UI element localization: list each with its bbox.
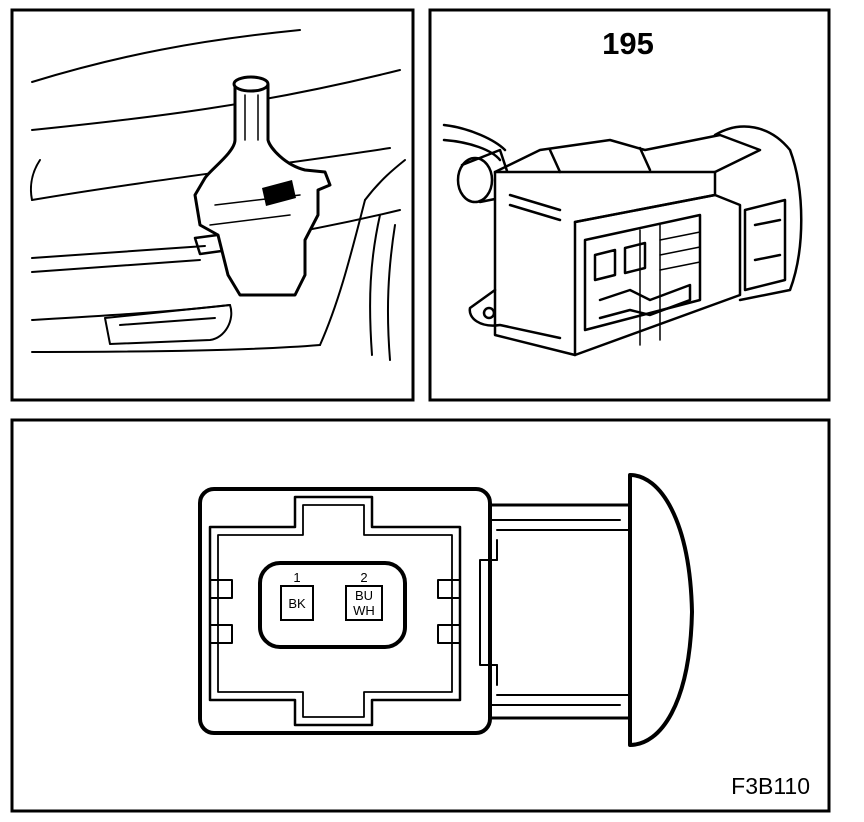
pin-2-terminal bbox=[345, 585, 383, 621]
latch-notches bbox=[209, 579, 461, 644]
sensor-tube-top bbox=[232, 75, 270, 93]
connector-3d-drawing bbox=[442, 123, 803, 357]
panel-location bbox=[10, 8, 415, 402]
pin-1-terminal bbox=[280, 585, 314, 621]
housing-inner-outline-2 bbox=[217, 504, 453, 718]
car-front-drawing bbox=[30, 29, 406, 361]
pin-2-color-line2: WH bbox=[353, 603, 375, 618]
pin-2-number: 2 bbox=[360, 570, 367, 585]
panel-connector-view: 195 bbox=[428, 8, 831, 402]
connector-number: 195 bbox=[602, 26, 654, 61]
panel-pin-face: 1 BK 2 BU WH F3B110 bbox=[10, 418, 831, 813]
pin-1-number: 1 bbox=[293, 570, 300, 585]
pin-2-color-line1: BU bbox=[355, 588, 373, 603]
slide-lock-end-cap bbox=[628, 473, 694, 747]
figure-code: F3B110 bbox=[731, 773, 810, 799]
pin-1-color: BK bbox=[288, 596, 306, 611]
housing-inner-outline bbox=[208, 495, 462, 727]
pin-cavity bbox=[258, 561, 407, 649]
connector-highlight bbox=[262, 180, 296, 206]
sensor-housing bbox=[193, 75, 332, 297]
